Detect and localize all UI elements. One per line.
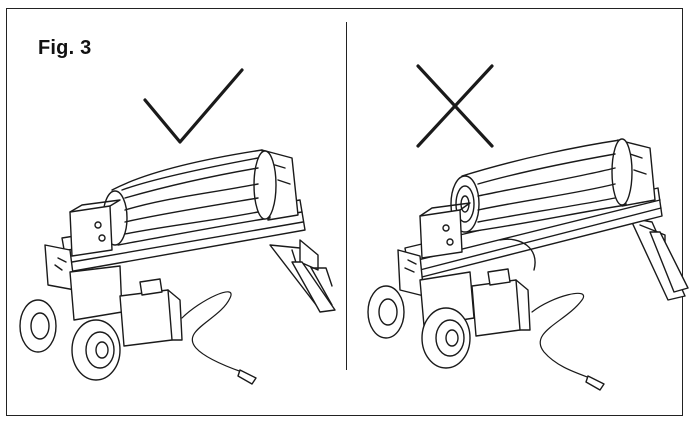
figure-frame [6,8,683,416]
motor-correct [119,278,183,347]
log-splitter-correct [19,149,336,385]
log-incorrect [450,138,633,233]
power-cord-incorrect [531,292,591,379]
cross-mark-icon [416,64,494,148]
check-mark-icon [143,68,244,144]
log-splitter-incorrect [367,138,689,391]
motor-incorrect [471,238,536,337]
wheel-right-rear [367,285,405,339]
wheel-right-front [421,307,471,369]
panel-divider [346,22,348,370]
wheel-left-front [71,319,121,381]
log-correct [102,149,277,246]
power-cord-correct [181,291,243,373]
wheel-left-rear [19,299,57,353]
figure-label: Fig. 3 [38,37,92,59]
